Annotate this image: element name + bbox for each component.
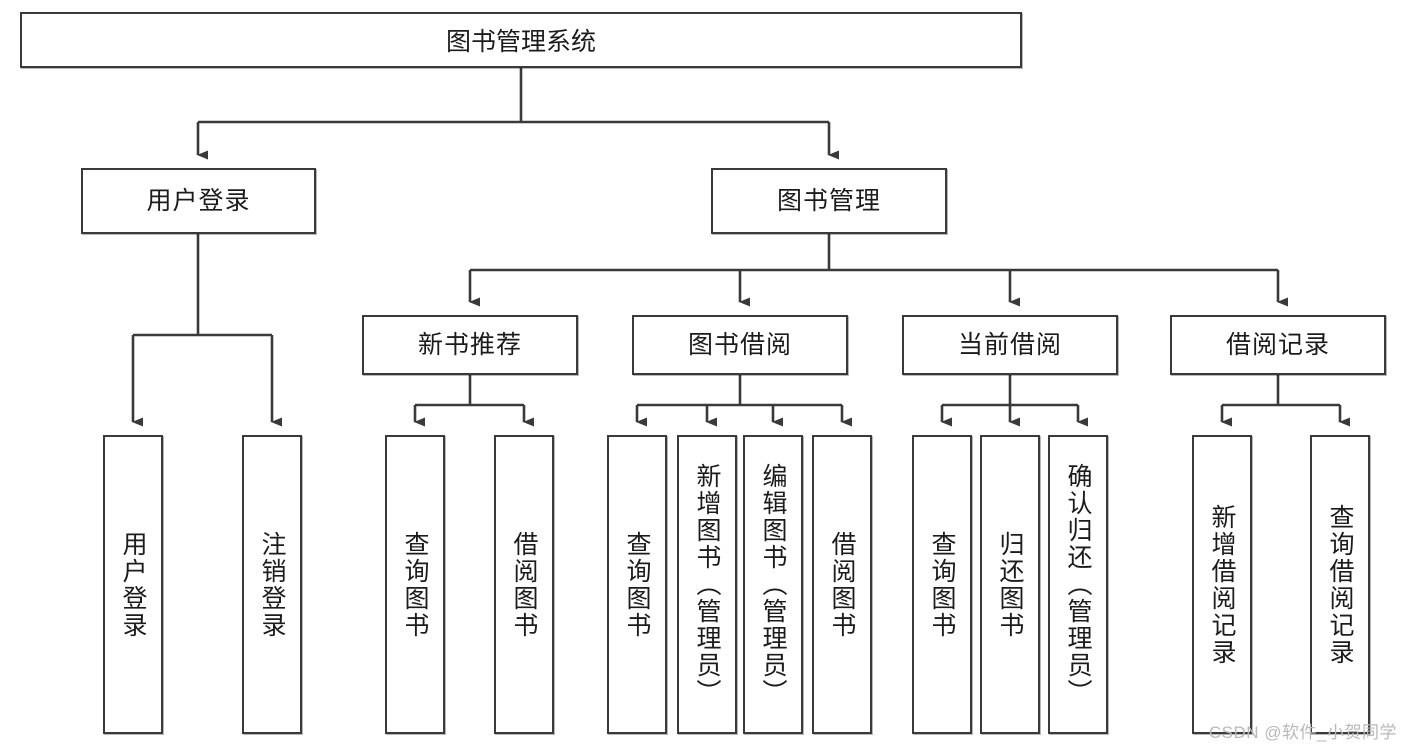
csdn-watermark: CSDN @软件_小贺同学 [1208, 723, 1397, 742]
node-label: 归还图书 [996, 530, 1024, 639]
node-label: 借阅图书 [828, 530, 856, 639]
node-leaf-add-borrow-record[interactable]: 新增借阅记录 [1192, 435, 1252, 734]
node-label: 查询图书 [928, 530, 956, 639]
node-new-book-recommend[interactable]: 新书推荐 [362, 315, 578, 375]
node-label: 借阅图书 [510, 530, 538, 639]
node-label: 用户登录 [146, 186, 251, 215]
node-leaf-user-login[interactable]: 用户登录 [103, 435, 163, 734]
node-leaf-logout-login[interactable]: 注销登录 [242, 435, 302, 734]
node-leaf-add-book[interactable]: 新增图书（管理员） [677, 435, 737, 734]
node-label: 借阅记录 [1225, 330, 1330, 359]
node-leaf-confirm-return[interactable]: 确认归还（管理员） [1048, 435, 1108, 734]
node-label: 图书管理 [776, 186, 881, 215]
node-leaf-query-book-current[interactable]: 查询图书 [912, 435, 972, 734]
node-label: 图书管理系统 [445, 28, 596, 56]
node-user-login[interactable]: 用户登录 [81, 168, 316, 234]
node-leaf-edit-book[interactable]: 编辑图书（管理员） [743, 435, 803, 734]
node-leaf-borrow-book[interactable]: 借阅图书 [812, 435, 872, 734]
node-book-management[interactable]: 图书管理 [711, 168, 947, 234]
node-label: 图书借阅 [687, 330, 792, 359]
node-label: 用户登录 [119, 530, 147, 639]
node-label: 查询图书 [401, 530, 429, 639]
node-leaf-query-borrow-record[interactable]: 查询借阅记录 [1310, 435, 1370, 734]
node-leaf-return-book[interactable]: 归还图书 [980, 435, 1040, 734]
node-label: 编辑图书（管理员） [759, 463, 787, 706]
node-label: 查询借阅记录 [1326, 503, 1354, 666]
node-book-borrow[interactable]: 图书借阅 [632, 315, 848, 375]
node-leaf-query-book-borrow[interactable]: 查询图书 [607, 435, 667, 734]
node-current-borrow[interactable]: 当前借阅 [902, 315, 1118, 375]
node-label: 新书推荐 [417, 330, 522, 359]
node-borrow-record[interactable]: 借阅记录 [1170, 315, 1386, 375]
node-label: 新增图书（管理员） [693, 463, 721, 706]
node-label: 新增借阅记录 [1208, 503, 1236, 666]
node-leaf-query-book-recommend[interactable]: 查询图书 [385, 435, 445, 734]
node-label: 注销登录 [258, 530, 286, 639]
node-label: 确认归还（管理员） [1064, 463, 1092, 706]
node-root-book-management-system[interactable]: 图书管理系统 [20, 12, 1022, 68]
node-label: 当前借阅 [957, 330, 1062, 359]
node-label: 查询图书 [623, 530, 651, 639]
node-leaf-borrow-book-recommend[interactable]: 借阅图书 [494, 435, 554, 734]
